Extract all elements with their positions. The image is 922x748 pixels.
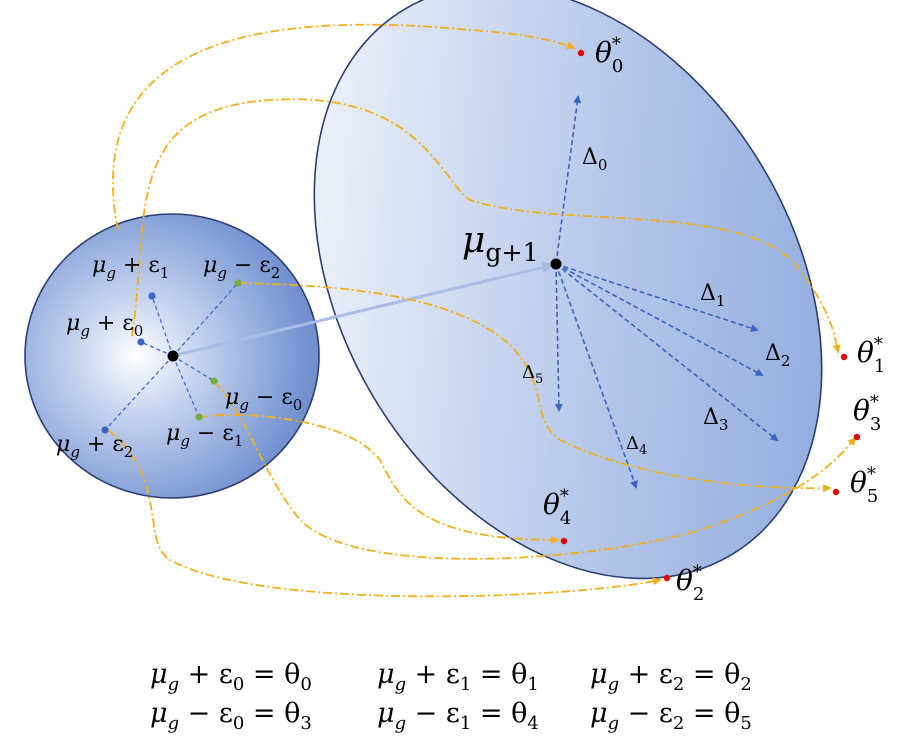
- label-delta-2: Δ2: [765, 341, 790, 370]
- point-mu-minus-eps0: [210, 377, 218, 385]
- point-theta0: [577, 49, 585, 57]
- delta-0-arrow: [555, 95, 582, 265]
- label-theta-0: θ*0: [595, 34, 623, 77]
- update-arrow: [175, 261, 555, 357]
- equations: μg + ε0 = θ0 μg + ε1 = θ1 μg + ε2 = θ2 μ…: [150, 659, 752, 734]
- perturbation-lines: [104, 282, 239, 431]
- trajectory-theta5: [237, 282, 832, 493]
- trajectory-theta4: [198, 414, 560, 544]
- equation-row1-col1: μg + ε0 = θ0: [150, 659, 312, 695]
- point-mu-g-center: [167, 350, 179, 362]
- theta-points: [560, 49, 861, 582]
- label-theta-3: θ*3: [853, 392, 881, 435]
- equation-row2-col2: μg − ε1 = θ4: [377, 698, 539, 734]
- equation-row2-col1: μg − ε0 = θ3: [150, 698, 312, 734]
- point-theta4: [560, 537, 568, 545]
- label-mu-minus-eps1: μg − ε1: [166, 421, 243, 450]
- point-mu-plus-eps0: [137, 338, 145, 346]
- point-theta5: [832, 488, 840, 496]
- point-theta1: [840, 353, 848, 361]
- trajectories: [107, 23, 857, 598]
- label-mu-minus-eps0: μg − ε0: [225, 385, 302, 414]
- label-delta-3: Δ3: [703, 405, 728, 434]
- label-delta-1: Δ1: [700, 281, 725, 310]
- label-delta-5: Δ5: [522, 362, 543, 387]
- equation-row2-col3: μg − ε2 = θ5: [590, 698, 752, 734]
- delta-labels: Δ0 Δ1 Δ2 Δ3 Δ4 Δ5: [522, 145, 790, 458]
- next-distribution-ellipse: [313, 0, 823, 580]
- label-delta-4: Δ4: [626, 433, 647, 458]
- label-mu-next: μg+1: [462, 220, 539, 267]
- label-mu-plus-eps1: μg + ε1: [92, 253, 169, 282]
- theta-labels: θ*0 θ*1 θ*2 θ*3 θ*4 θ*5: [543, 34, 885, 605]
- point-theta3: [853, 433, 861, 441]
- delta-2-arrow: [555, 263, 764, 376]
- trajectory-theta1: [131, 98, 841, 354]
- label-mu-minus-eps2: μg − ε2: [203, 253, 280, 282]
- equation-row1-col2: μg + ε1 = θ1: [377, 659, 539, 695]
- circle-points: [101, 279, 242, 434]
- point-mu-plus-eps1: [148, 292, 156, 300]
- trajectory-theta2: [107, 429, 662, 598]
- label-theta-5: θ*5: [850, 464, 878, 507]
- circle-labels: μg + ε1 μg − ε2 μg + ε0 μg − ε0 μg − ε1 …: [56, 253, 302, 461]
- point-mu-next: [550, 258, 562, 270]
- label-mu-plus-eps2: μg + ε2: [56, 432, 133, 461]
- label-delta-0: Δ0: [582, 145, 607, 174]
- point-mu-minus-eps1: [195, 413, 203, 421]
- delta-5-arrow: [554, 263, 563, 412]
- equation-row1-col3: μg + ε2 = θ2: [590, 659, 752, 695]
- label-theta-2: θ*2: [676, 562, 704, 605]
- delta-1-arrow: [555, 263, 759, 332]
- delta-3-arrow: [555, 263, 779, 442]
- point-theta2: [663, 574, 671, 582]
- label-theta-4: θ*4: [543, 486, 571, 529]
- trajectory-theta0: [112, 23, 576, 231]
- point-mu-minus-eps2: [234, 279, 242, 287]
- label-theta-1: θ*1: [857, 334, 885, 377]
- delta-arrows: [554, 95, 779, 489]
- point-mu-plus-eps2: [101, 426, 109, 434]
- label-mu-plus-eps0: μg + ε0: [66, 311, 143, 340]
